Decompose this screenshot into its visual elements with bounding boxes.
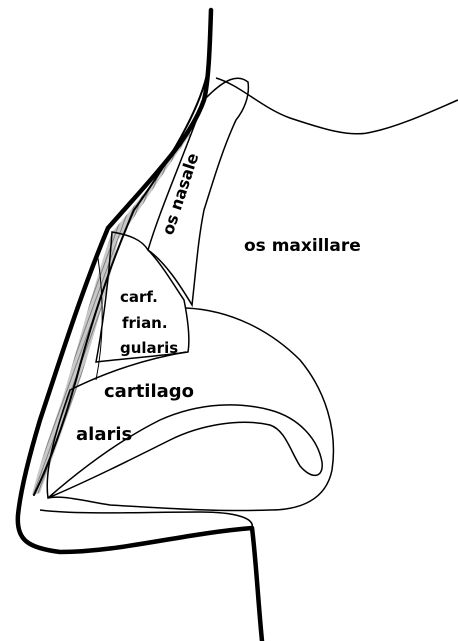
label-cartilago-triangularis-line3: gularis xyxy=(120,341,178,356)
os-maxillare-upper-contour xyxy=(216,78,458,134)
nostril-rim-line xyxy=(40,510,252,528)
label-cartilago-triangularis-line2: frian. xyxy=(122,316,168,331)
label-os-maxillare: os maxillare xyxy=(244,238,361,255)
alar-inner-crus xyxy=(48,405,322,498)
label-cartilago-triangularis-line1: carf. xyxy=(120,290,158,305)
label-cartilago: cartilago xyxy=(104,383,194,401)
label-alaris: alaris xyxy=(76,426,132,444)
